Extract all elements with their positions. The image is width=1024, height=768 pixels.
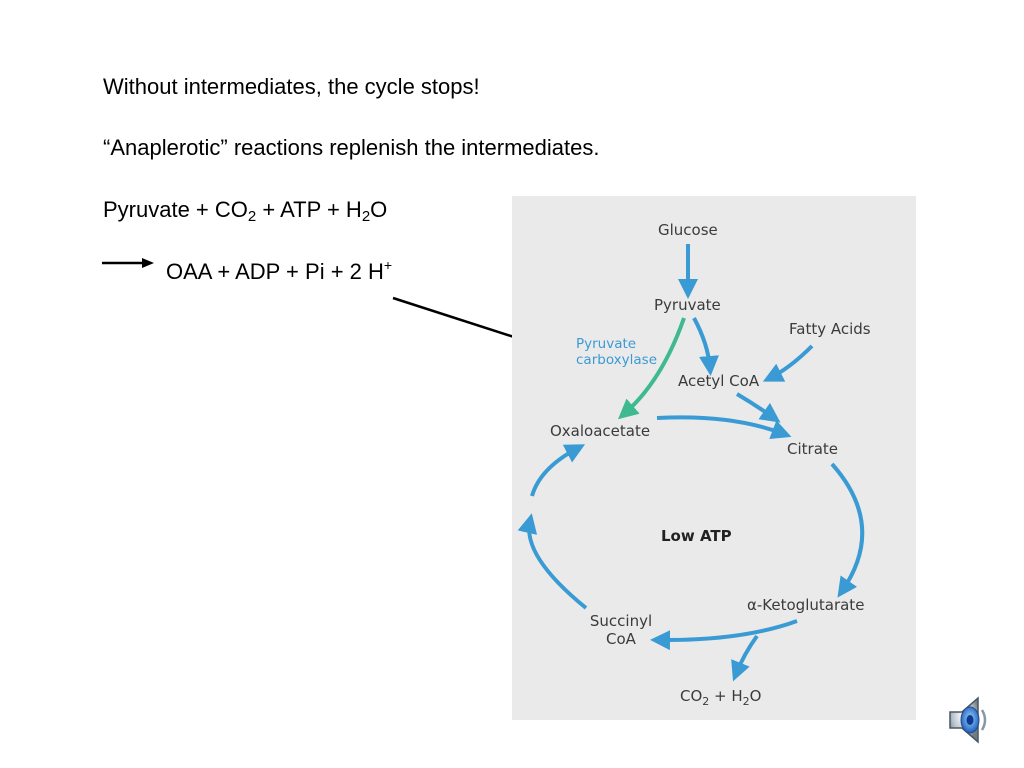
prod-o: O xyxy=(749,687,762,705)
heading-line-2: “Anaplerotic” reactions replenish the in… xyxy=(103,135,600,160)
arrow-left-side-upper xyxy=(530,444,586,497)
h2o-subscript: 2 xyxy=(361,208,371,225)
reaction-arrow-icon xyxy=(102,258,154,268)
arrow-pyruvate-to-acetylcoa xyxy=(692,317,719,376)
succinyl-line-1: Succinyl xyxy=(589,612,653,630)
label-glucose: Glucose xyxy=(658,221,718,239)
label-pyruvate: Pyruvate xyxy=(654,296,721,314)
label-succinyl-coa: Succinyl CoA xyxy=(586,612,656,648)
arrow-pyruvate-to-oxaloacetate xyxy=(617,317,686,420)
enzyme-line-1: Pyruvate xyxy=(576,336,637,352)
arrow-citrate-to-ketoglutarate xyxy=(830,462,865,598)
arrow-fattyacids-to-acetylcoa xyxy=(762,344,814,382)
h-plus-superscript: + xyxy=(383,257,393,273)
label-enzyme: Pyruvate carboxylase xyxy=(576,336,657,368)
enzyme-line-2: carboxylase xyxy=(576,352,657,368)
ketoglutarate-text: -Ketoglutarate xyxy=(756,596,865,614)
arrow-to-co2-h2o xyxy=(731,634,759,682)
label-acetyl-coa: Acetyl CoA xyxy=(678,372,760,390)
citric-acid-cycle-diagram: Glucose Pyruvate Fatty Acids Pyruvate ca… xyxy=(512,196,916,720)
reactants-part-a: Pyruvate + CO xyxy=(103,197,248,222)
equation-products: OAA + ADP + Pi + 2 H+ xyxy=(166,257,393,285)
speaker-icon[interactable] xyxy=(944,694,996,746)
label-citrate: Citrate xyxy=(787,440,838,458)
prod-sub-1: 2 xyxy=(702,695,710,708)
arrow-oxaloacetate-to-citrate xyxy=(656,415,792,440)
succinyl-line-2: CoA xyxy=(606,630,636,648)
arrow-acetylcoa-to-citrate xyxy=(735,392,781,423)
label-fatty-acids: Fatty Acids xyxy=(789,320,871,338)
cycle-arrows xyxy=(517,244,865,682)
heading-line-1: Without intermediates, the cycle stops! xyxy=(103,74,480,99)
alpha-symbol: α xyxy=(747,596,757,614)
prod-co2: CO xyxy=(680,687,703,705)
reactants-part-b: + ATP + H xyxy=(256,197,362,222)
arrow-succinylcoa-to-oxaloacetate xyxy=(517,513,588,610)
reactants-part-c: O xyxy=(370,197,388,222)
label-oxaloacetate: Oxaloacetate xyxy=(550,422,651,440)
label-co2-h2o: CO2 + H2O xyxy=(680,687,762,708)
label-low-atp: Low ATP xyxy=(661,527,732,545)
prod-sub-2: 2 xyxy=(742,695,750,708)
label-alpha-ketoglutarate: α-Ketoglutarate xyxy=(747,596,864,614)
prod-plus-h: + H xyxy=(709,687,743,705)
products-text: OAA + ADP + Pi + 2 H xyxy=(166,259,384,284)
arrow-ketoglutarate-to-succinylcoa xyxy=(650,619,798,651)
co2-subscript: 2 xyxy=(247,208,257,225)
equation-reactants: Pyruvate + CO2 + ATP + H2O xyxy=(103,197,388,225)
